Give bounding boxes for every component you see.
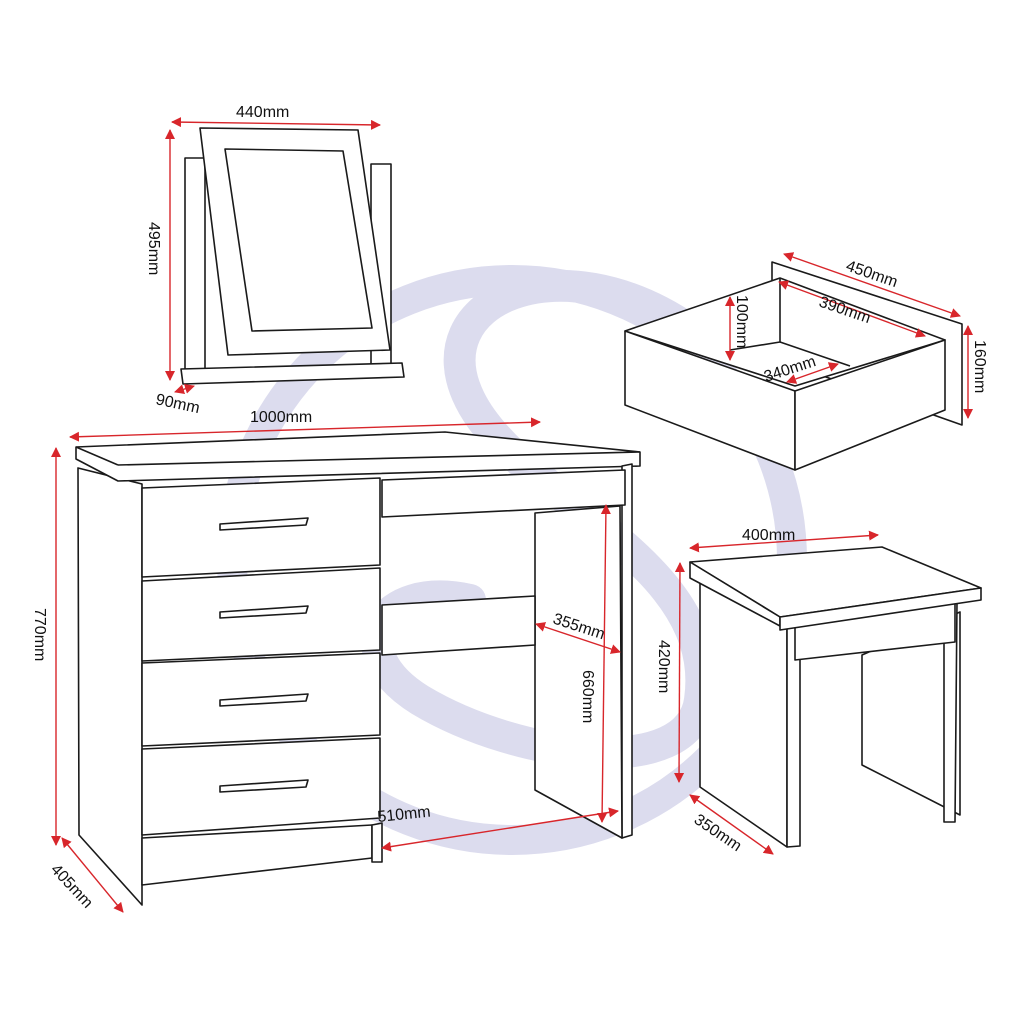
table-right-drawer-2 <box>381 595 536 656</box>
mirror-base-depth-dimension <box>174 383 195 395</box>
drawer-inner-depth-dimension <box>786 362 839 384</box>
drawer-back-side <box>794 339 946 471</box>
table-top-front-edge <box>117 451 641 466</box>
table-left-side-panel <box>77 467 143 906</box>
table-width-label: 1000mm <box>250 409 312 426</box>
drawer-inner-height-label: 100mm <box>733 295 750 348</box>
table-right-inner-panel <box>534 505 623 839</box>
table-top-right-drawer <box>381 469 626 518</box>
stool-depth-dimension <box>689 794 774 855</box>
drawer-handle-1 <box>219 517 309 531</box>
table-left-drawer-2 <box>141 567 381 662</box>
table-left-drawer-3 <box>141 652 381 747</box>
stool-seat-front-edge <box>779 587 982 631</box>
mirror-frame <box>199 127 391 356</box>
table-width-dimension <box>69 417 541 442</box>
mirror-base <box>180 362 405 385</box>
mirror-base-depth-label: 90mm <box>154 391 201 417</box>
stool-height-label: 420mm <box>655 640 672 693</box>
table-knee-width-dimension <box>381 807 619 852</box>
table-knee-depth-dimension <box>535 622 621 654</box>
mirror-width-dimension <box>171 117 381 130</box>
table-knee-height-dimension <box>597 504 611 823</box>
stool-depth-label: 350mm <box>691 811 745 855</box>
drawer-handle-2 <box>219 605 309 619</box>
drawer-outer-height-label: 160mm <box>971 340 988 393</box>
table-depth-dimension <box>61 837 124 913</box>
drawer-outer-width-label: 450mm <box>844 258 900 291</box>
drawer-floor-edge <box>779 341 851 367</box>
mirror-left-post <box>184 157 206 374</box>
stool-width-label: 400mm <box>742 527 795 544</box>
table-depth-label: 405mm <box>47 861 96 912</box>
table-left-drawer-4 <box>141 737 381 836</box>
stool-height-dimension <box>674 562 685 783</box>
dressing-table-drawing: 1000mm 770mm 405mm 660mm 355mm 510mm <box>31 409 641 913</box>
table-right-leg <box>621 463 633 839</box>
mirror-height-label: 495mm <box>145 222 162 275</box>
table-top-edge <box>75 446 119 466</box>
drawer-inner-width-dimension <box>778 280 926 338</box>
table-knee-width-label: 510mm <box>377 803 432 825</box>
table-pedestal-side <box>371 822 383 863</box>
table-knee-height-label: 660mm <box>579 670 596 723</box>
table-plinth <box>141 824 373 886</box>
drawer-handle-4 <box>219 779 309 793</box>
drawer-handle-3 <box>219 693 309 707</box>
mirror-width-label: 440mm <box>236 104 289 121</box>
table-height-label: 770mm <box>31 608 48 661</box>
mirror-drawing: 440mm 495mm 90mm <box>145 104 405 417</box>
stool-width-dimension <box>689 530 879 553</box>
stool-drawing: 400mm 420mm 350mm <box>655 527 982 855</box>
drawer-drawing: 450mm 390mm 100mm 340mm 160mm <box>624 252 988 471</box>
mirror-glass <box>224 148 373 332</box>
